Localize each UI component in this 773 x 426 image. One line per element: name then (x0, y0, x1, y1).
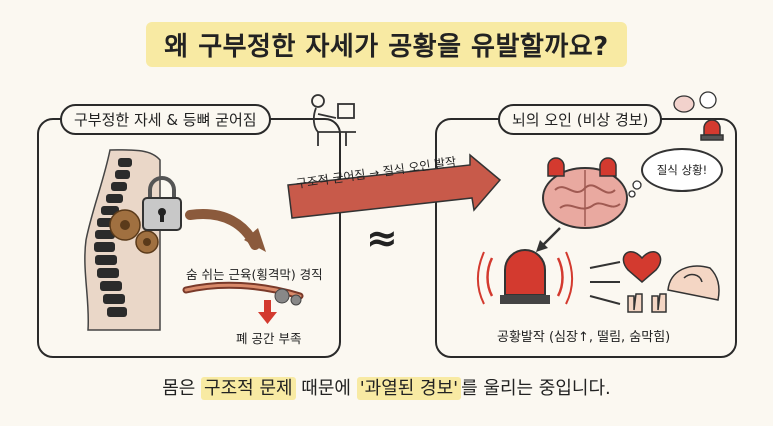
thought-bubble-text: 질식 상황! (656, 163, 708, 177)
heart-icon (622, 251, 662, 283)
bottom-suffix: 를 울리는 중입니다. (461, 378, 611, 399)
banner-arrow (287, 153, 502, 219)
trembling-hands-icon (627, 293, 667, 313)
thought-bubble: 질식 상황! (641, 148, 723, 192)
bottom-prefix: 몸은 (162, 378, 202, 399)
right-panel-label: 뇌의 오인 (비상 경보) (498, 104, 663, 135)
spine-icon (94, 158, 132, 317)
diaphragm-caption: 숨 쉬는 근육(횡격막) 경직 (186, 267, 323, 282)
chest-pain-icon (667, 265, 720, 301)
down-arrow-icon (258, 300, 277, 324)
page-title: 왜 구부정한 자세가 공황을 유발할까요? (146, 22, 627, 67)
bottom-highlight-alarm: '과열된 경보' (356, 377, 462, 400)
alarm-light-icon (547, 157, 617, 177)
brain-icon (542, 167, 628, 229)
desk-worker-icon (311, 94, 356, 146)
symptom-arrows (589, 261, 621, 305)
question-bubble-icon (699, 91, 717, 109)
title-wrap: 왜 구부정한 자세가 공황을 유발할까요? (0, 22, 773, 67)
approx-symbol: ≈ (366, 216, 398, 260)
bottom-middle: 때문에 (295, 378, 357, 399)
bottom-highlight-structural: 구조적 문제 (201, 377, 296, 400)
panic-caption: 공황발작 (심장↑, 떨림, 숨막힘) (497, 330, 671, 345)
left-panel-label: 구부정한 자세 & 등뼈 굳어짐 (60, 104, 271, 135)
lung-caption: 폐 공간 부족 (236, 331, 302, 346)
bottom-message: 몸은 구조적 문제 때문에 '과열된 경보'를 울리는 중입니다. (0, 374, 773, 400)
siren-icon (477, 249, 573, 305)
brain-question-icon (673, 95, 695, 113)
lock-icon (142, 176, 182, 231)
small-gear-icon (274, 288, 302, 306)
small-alarm-icon (700, 119, 724, 141)
